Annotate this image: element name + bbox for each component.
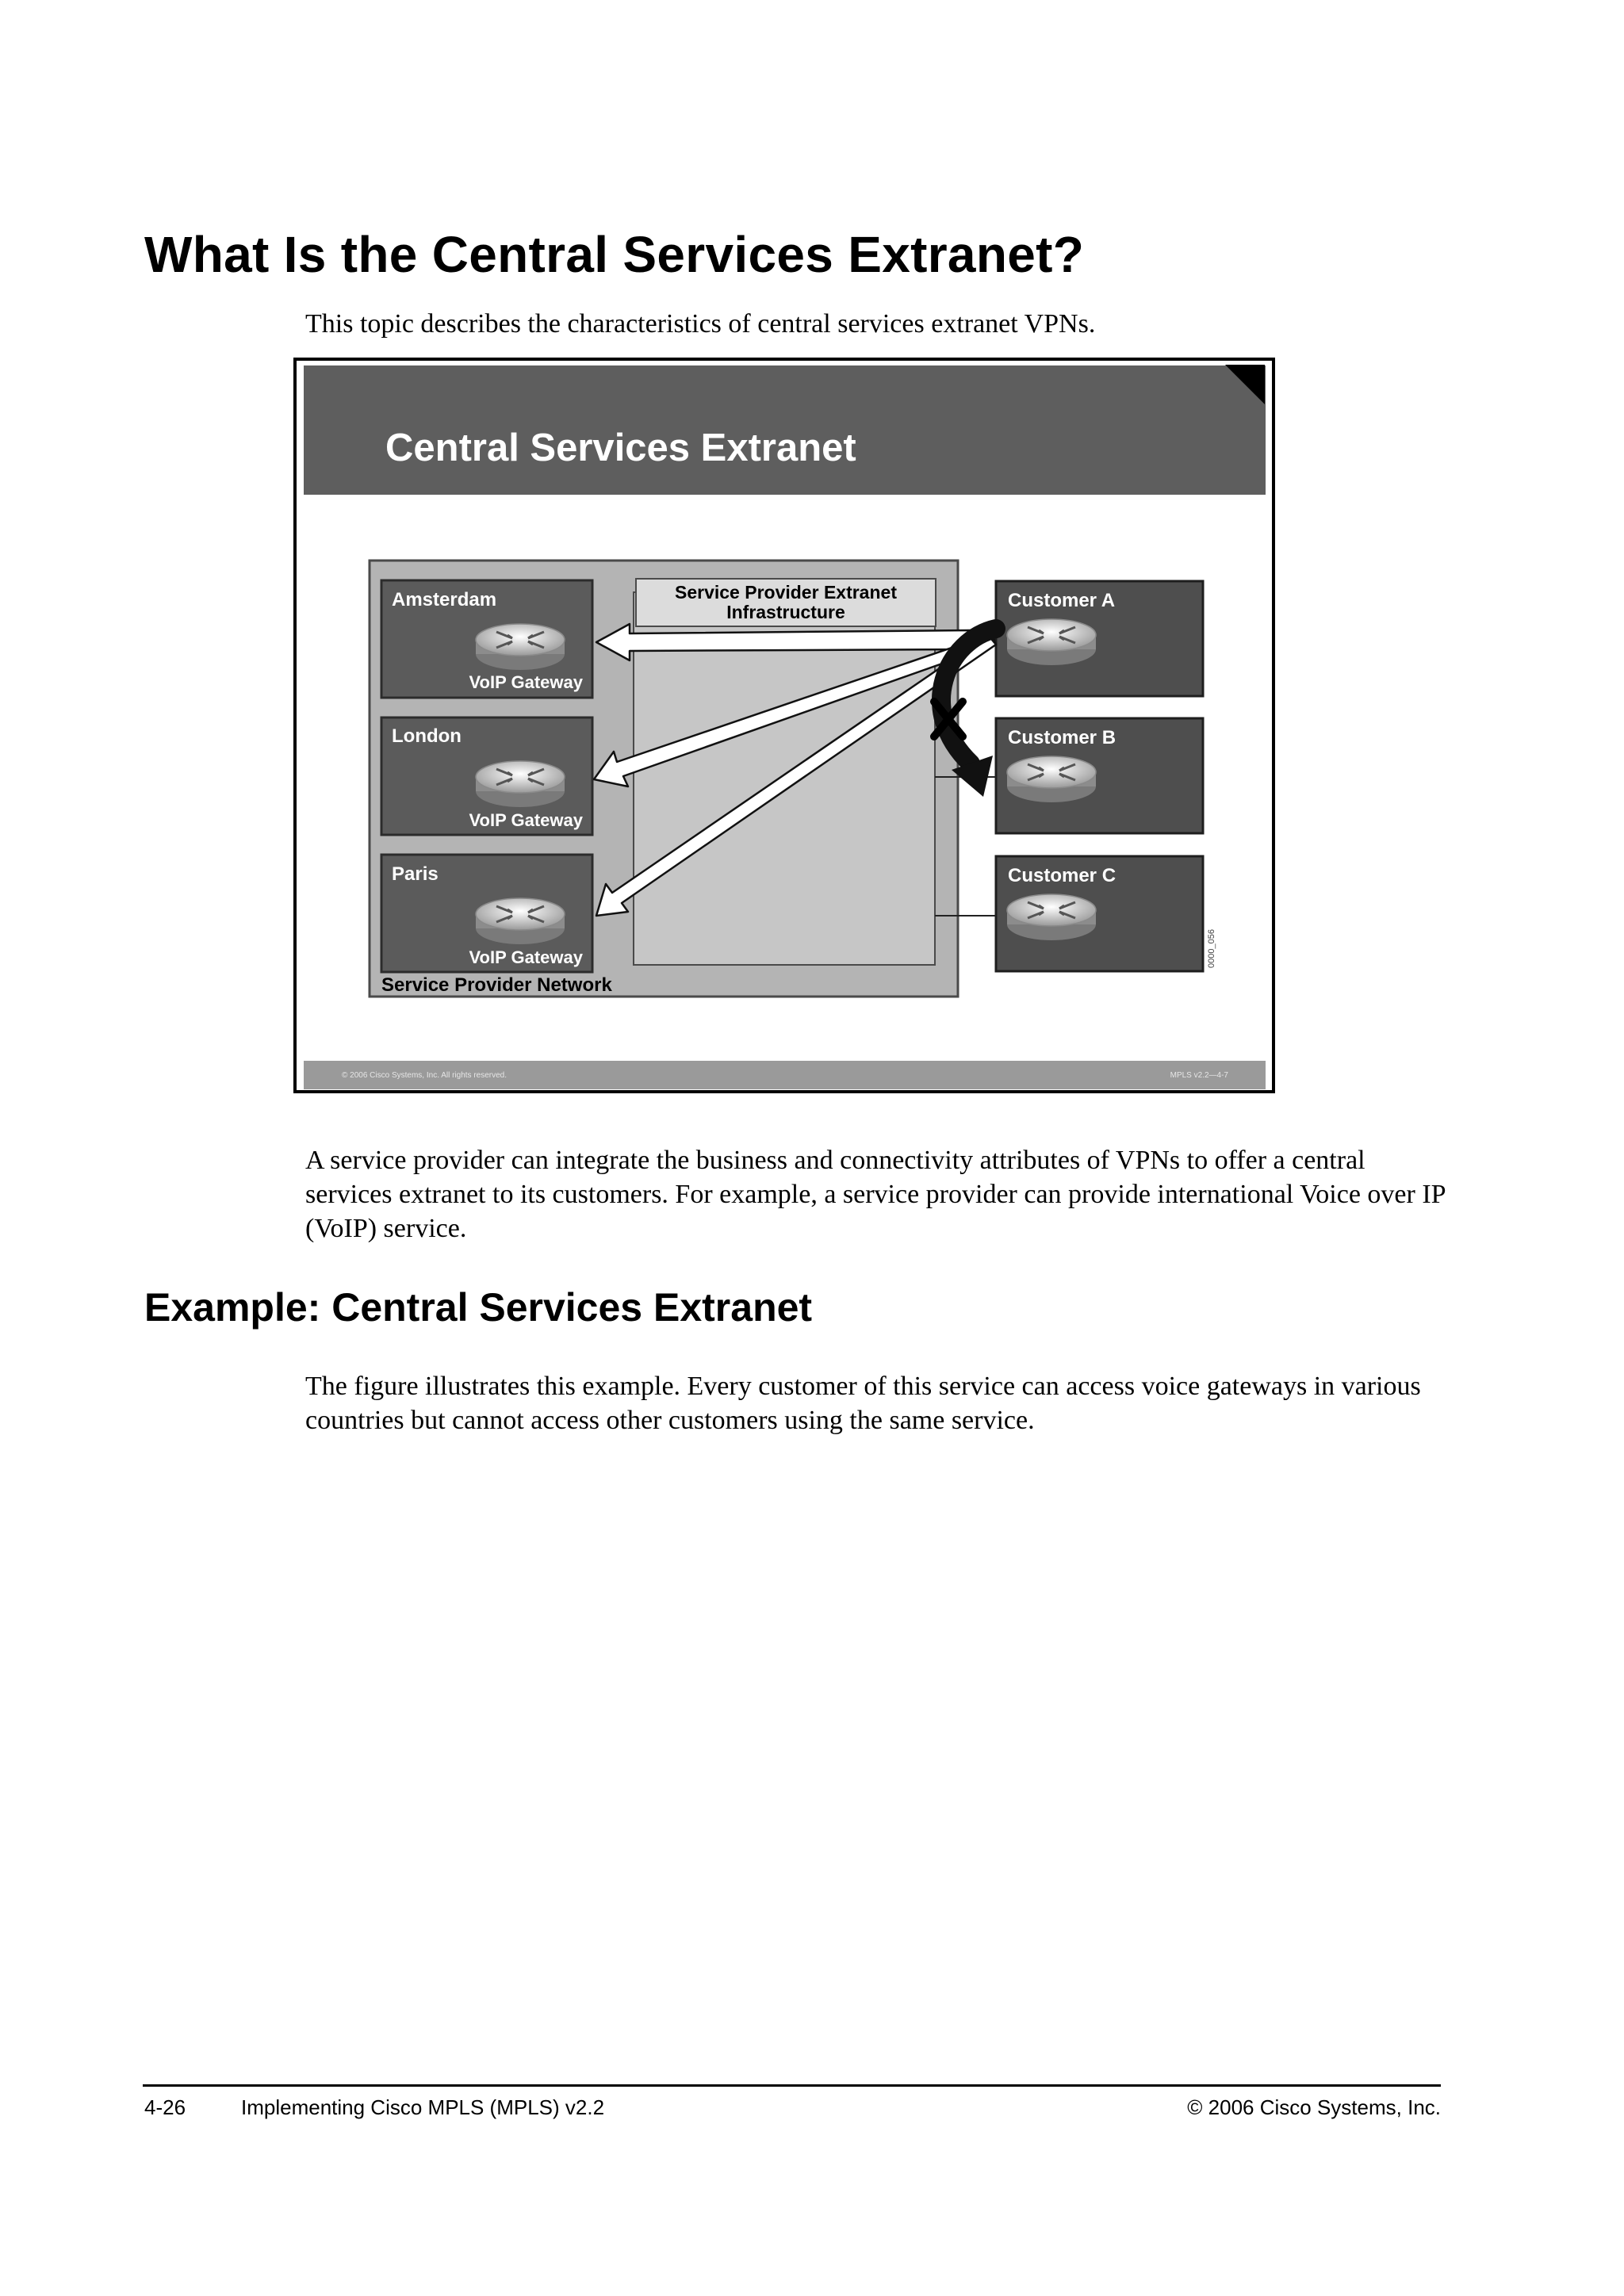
section-heading: Example: Central Services Extranet bbox=[144, 1285, 813, 1330]
site-name-london: London bbox=[392, 725, 462, 747]
body-paragraph-2: The figure illustrates this example. Eve… bbox=[305, 1372, 1421, 1435]
provider-network-label: Service Provider Network bbox=[381, 974, 612, 996]
extranet-infrastructure-label-2: Infrastructure bbox=[726, 602, 845, 622]
extranet-infrastructure-label-1: Service Provider Extranet bbox=[675, 582, 897, 603]
router-icon bbox=[1005, 893, 1097, 942]
slide-footer-version: MPLS v2.2—4-7 bbox=[1170, 1071, 1228, 1080]
slide-figure: Central Services Extranet Service Provid… bbox=[293, 358, 1275, 1093]
page-heading: What Is the Central Services Extranet? bbox=[144, 226, 1085, 283]
slide-footer-bar: © 2006 Cisco Systems, Inc. All rights re… bbox=[304, 1061, 1266, 1089]
body-paragraph-1: A service provider can integrate the bus… bbox=[305, 1146, 1446, 1243]
router-icon bbox=[474, 622, 566, 672]
customer-label-b: Customer B bbox=[1008, 727, 1116, 748]
customer-box-c bbox=[994, 855, 1205, 973]
blocked-curve-arrow bbox=[932, 619, 1005, 773]
intro-text: This topic describes the characteristics… bbox=[305, 309, 1096, 339]
site-name-amsterdam: Amsterdam bbox=[392, 589, 496, 610]
footer-copyright: © 2006 Cisco Systems, Inc. bbox=[1187, 2095, 1441, 2119]
router-icon bbox=[474, 897, 566, 946]
blocked-arrowhead bbox=[952, 756, 993, 797]
device-label-london: VoIP Gateway bbox=[469, 810, 584, 830]
footer-page-number: 4-26 bbox=[144, 2095, 186, 2119]
figure-id: 0000_056 bbox=[1207, 929, 1216, 968]
router-icon bbox=[1005, 755, 1097, 804]
customer-label-c: Customer C bbox=[1008, 865, 1116, 886]
footer-rule bbox=[143, 2084, 1441, 2087]
slide-title: Central Services Extranet bbox=[385, 427, 856, 469]
slide-corner-mark bbox=[1225, 365, 1265, 404]
footer-book-title: Implementing Cisco MPLS (MPLS) v2.2 bbox=[241, 2095, 605, 2119]
device-label-paris: VoIP Gateway bbox=[469, 947, 584, 967]
block-x-mark bbox=[930, 698, 967, 740]
slide-footer-copyright: © 2006 Cisco Systems, Inc. All rights re… bbox=[342, 1071, 508, 1080]
slide-title-bar bbox=[304, 365, 1266, 495]
customer-label-a: Customer A bbox=[1008, 590, 1115, 611]
device-label-amsterdam: VoIP Gateway bbox=[469, 672, 584, 692]
arrow-to-paris bbox=[595, 633, 998, 917]
site-name-paris: Paris bbox=[392, 863, 439, 885]
network-diagram: Service Provider Extranet Infrastructure… bbox=[368, 559, 1216, 998]
arrow-to-london bbox=[592, 633, 998, 788]
extranet-infrastructure-label-box bbox=[635, 578, 936, 627]
router-icon bbox=[474, 760, 566, 809]
router-icon bbox=[1005, 618, 1097, 667]
